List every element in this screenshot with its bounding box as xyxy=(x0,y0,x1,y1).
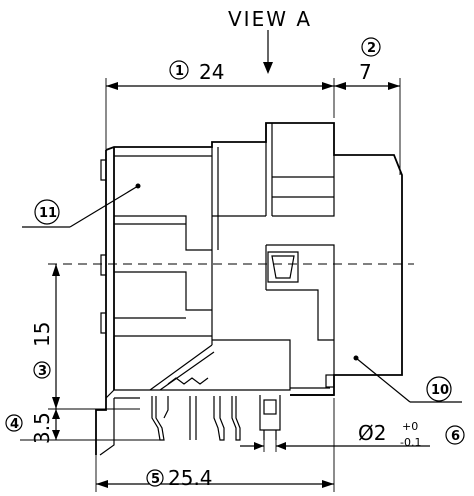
callout-1-circle xyxy=(169,60,189,80)
view-arrow xyxy=(263,30,273,74)
callout-10-leader: 10 xyxy=(353,355,462,403)
dimension-centerline-height: 3 15 xyxy=(30,264,140,410)
front-depth-value: 7 xyxy=(359,60,372,84)
callout-10-circle xyxy=(426,376,452,402)
dimension-overall-width: 1 24 xyxy=(105,60,335,150)
pins xyxy=(151,395,281,441)
connector-body xyxy=(100,122,403,398)
callout-5-number: 5 xyxy=(151,472,160,487)
callout-11-circle xyxy=(34,199,60,225)
dimension-front-depth: 2 7 xyxy=(334,37,401,175)
callout-4-number: 4 xyxy=(10,417,19,432)
dimension-pin-standoff: 4 3.5 xyxy=(5,409,160,444)
callout-3-circle xyxy=(33,361,51,379)
callout-1-number: 1 xyxy=(175,64,184,79)
callout-6-number: 6 xyxy=(451,429,460,444)
callout-3-number: 3 xyxy=(38,364,47,379)
view-a-label: VIEW A xyxy=(228,7,312,31)
callout-6-circle xyxy=(445,425,465,445)
overall-width-value: 24 xyxy=(199,60,224,84)
dimension-total-length: 5 25.4 xyxy=(95,398,335,492)
callout-2-number: 2 xyxy=(367,41,376,56)
dimension-pin-diameter: Ø2 +0 -0.1 6 xyxy=(240,420,465,452)
centerline-height-value: 15 xyxy=(30,322,54,347)
callout-2-circle xyxy=(361,37,381,57)
callout-4-circle xyxy=(5,414,23,432)
callout-11-number: 11 xyxy=(39,206,57,221)
pin-standoff-value: 3.5 xyxy=(30,412,54,444)
callout-10-number: 10 xyxy=(431,383,449,398)
pin-diameter-value: Ø2 xyxy=(358,421,386,445)
callout-11-leader: 11 xyxy=(22,183,141,228)
callout-5-circle xyxy=(146,469,164,487)
pin-tolerance-lower: -0.1 xyxy=(400,436,421,449)
total-length-value: 25.4 xyxy=(168,466,213,490)
pin-tolerance-upper: +0 xyxy=(402,420,418,433)
mounting-leg xyxy=(95,389,140,456)
